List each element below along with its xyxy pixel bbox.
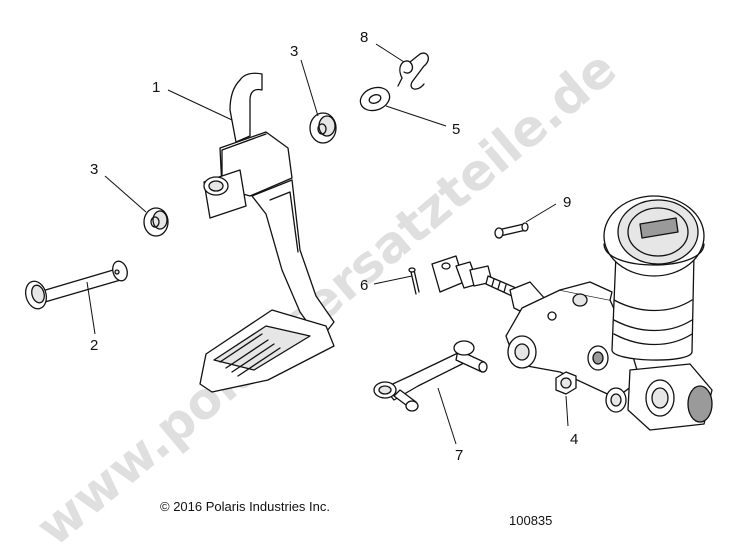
leader-lines xyxy=(86,43,569,445)
clevis-pin xyxy=(494,222,529,239)
copyright-text: © 2016 Polaris Industries Inc. xyxy=(160,499,330,514)
master-cylinder xyxy=(431,195,713,431)
callout-1: 1 xyxy=(152,79,160,96)
callout-2: 2 xyxy=(90,337,98,354)
bushing-left xyxy=(143,207,169,237)
hex-nut xyxy=(555,371,577,395)
callout-5: 5 xyxy=(452,121,460,138)
hair-pin-clip xyxy=(397,52,430,90)
brake-pedal xyxy=(199,72,335,393)
figure-number: 100835 xyxy=(509,513,552,528)
callout-3-top: 3 xyxy=(290,43,298,60)
callouts: 1 2 3 3 4 5 6 7 8 9 xyxy=(90,29,578,464)
bushing-top xyxy=(309,112,337,144)
callout-3-left: 3 xyxy=(90,161,98,178)
washer xyxy=(359,86,391,112)
cotter-pin xyxy=(408,267,420,295)
callout-7: 7 xyxy=(455,447,463,464)
callout-8: 8 xyxy=(360,29,368,46)
linkage-bracket xyxy=(373,340,488,412)
callout-6: 6 xyxy=(360,277,368,294)
callout-4: 4 xyxy=(570,431,578,448)
pivot-pin xyxy=(24,260,128,310)
callout-9: 9 xyxy=(563,194,571,211)
